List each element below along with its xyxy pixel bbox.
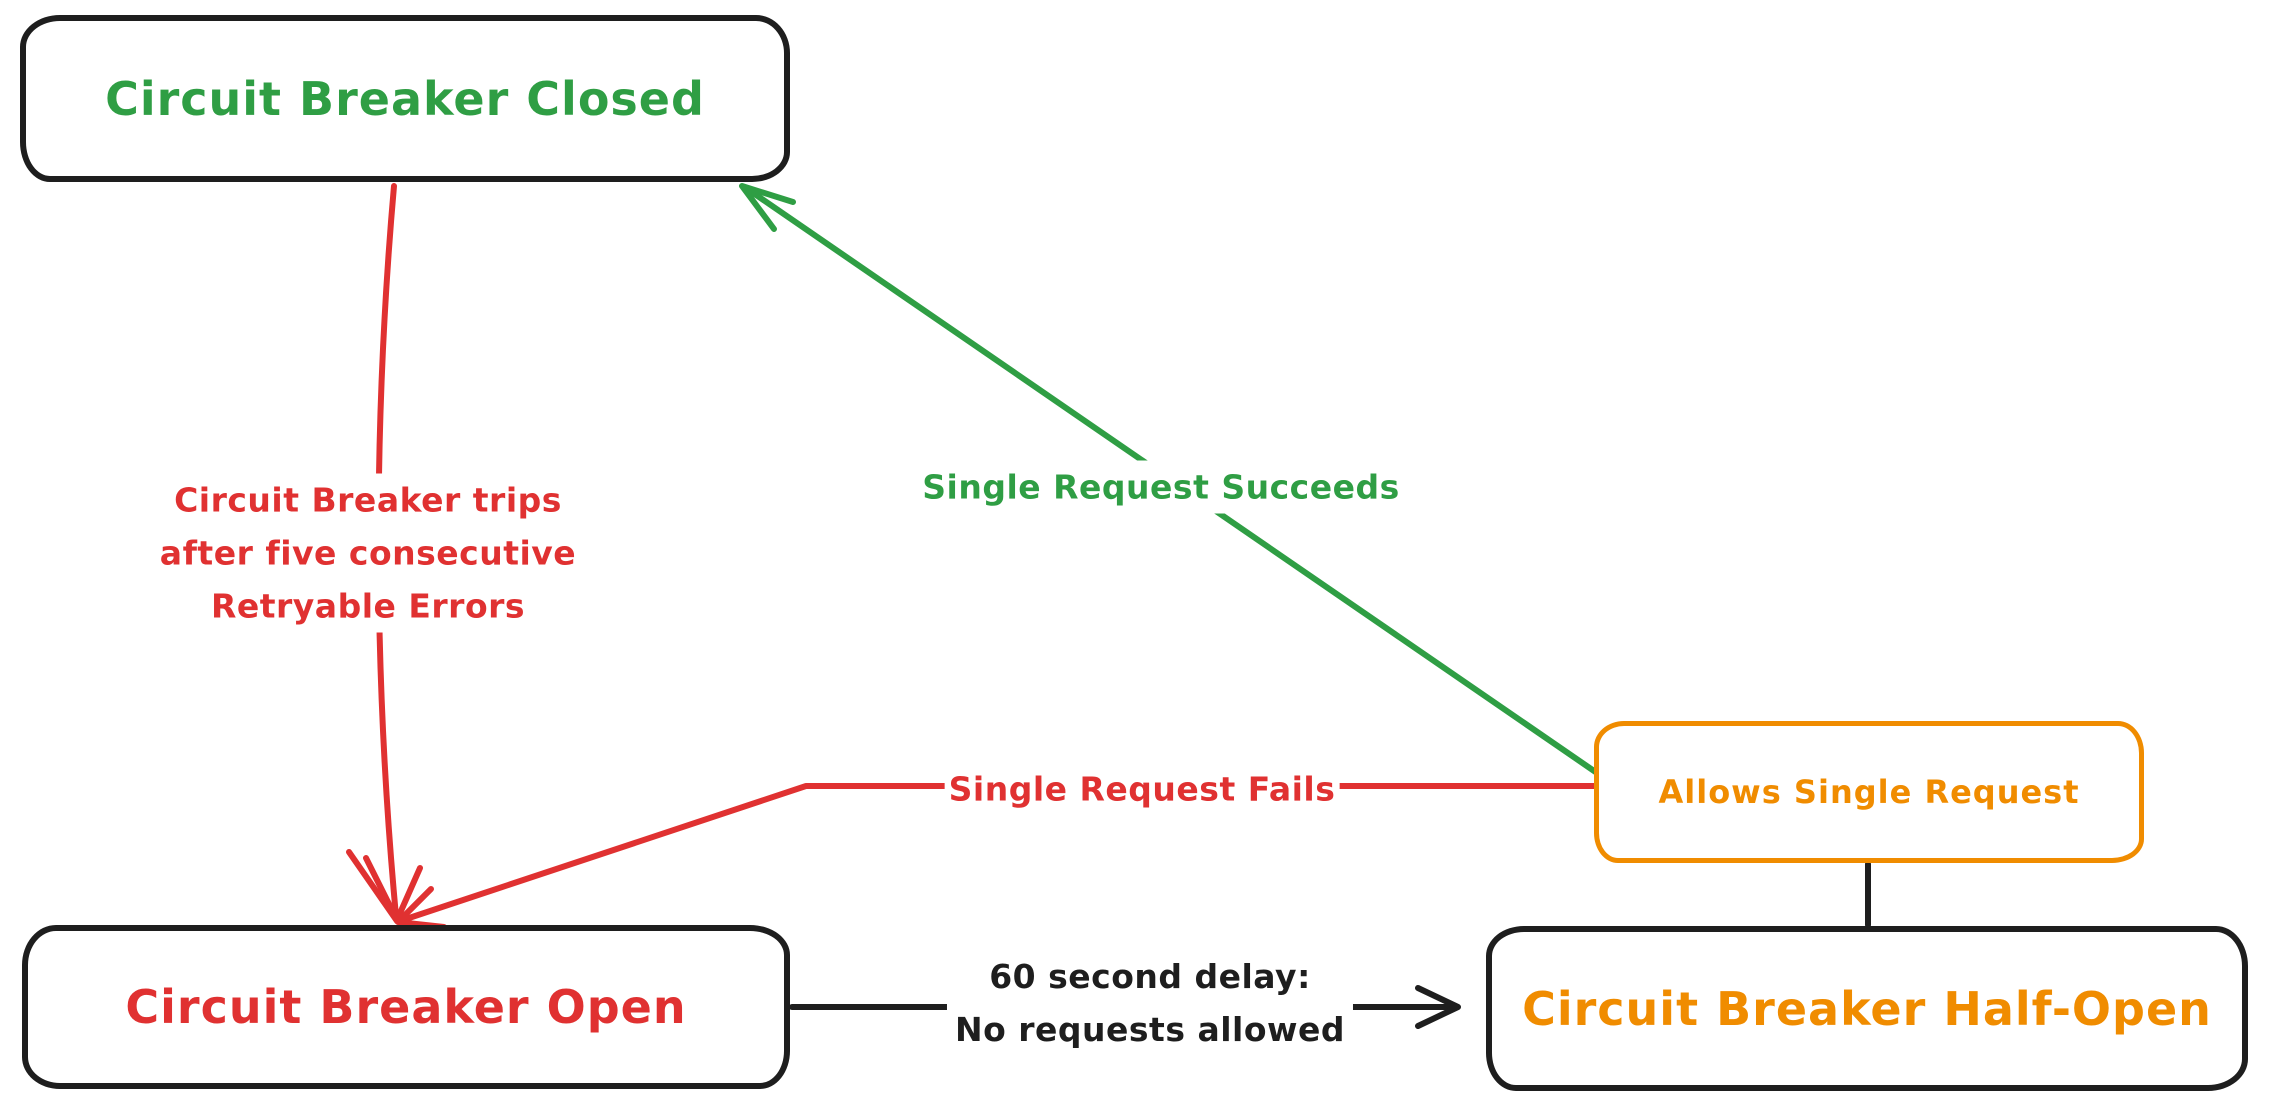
delay-arrowhead-icon (1415, 985, 1461, 1029)
state-node-open: Circuit Breaker Open (22, 925, 790, 1089)
edge-label-trips: Circuit Breaker trips after five consecu… (151, 473, 585, 633)
edge-label-delay-line-1: 60 second delay: (989, 957, 1311, 996)
state-node-open-label: Circuit Breaker Open (125, 980, 687, 1034)
edge-label-delay: 60 second delay: No requests allowed (946, 950, 1354, 1056)
edge-label-fails: Single Request Fails (944, 762, 1340, 816)
edge-label-trips-line-3: Retryable Errors (210, 586, 526, 626)
state-node-half-open: Circuit Breaker Half-Open (1486, 926, 2248, 1091)
state-node-allows-single-request-label: Allows Single Request (1658, 773, 2080, 811)
edge-label-trips-line-1: Circuit Breaker trips (174, 480, 562, 520)
state-node-allows-single-request: Allows Single Request (1594, 721, 2144, 863)
state-node-closed-label: Circuit Breaker Closed (105, 71, 705, 126)
state-node-half-open-label: Circuit Breaker Half-Open (1522, 981, 2212, 1036)
state-node-closed: Circuit Breaker Closed (20, 15, 790, 182)
succeeds-arrowhead-icon (739, 183, 796, 232)
edge-label-trips-line-2: after five consecutive (159, 533, 577, 573)
edge-label-delay-line-2: No requests allowed (954, 1010, 1346, 1049)
trips-arrowhead-extra-stroke (346, 849, 400, 924)
edge-label-succeeds: Single Request Succeeds (914, 460, 1408, 514)
